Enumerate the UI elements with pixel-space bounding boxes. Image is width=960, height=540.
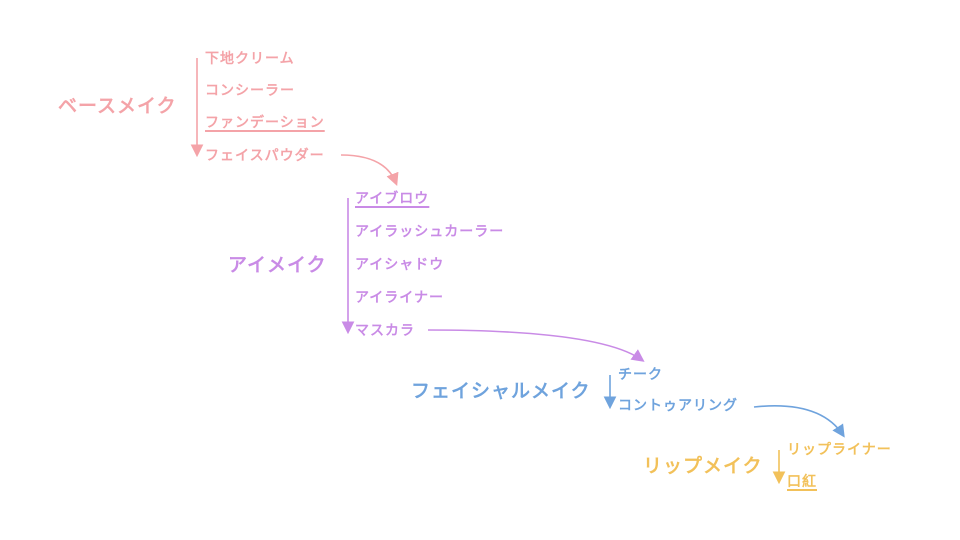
- base-item-face-powder: フェイスパウダー: [205, 148, 325, 164]
- base-to-eye-curve: [340, 154, 399, 186]
- facial-item-contouring: コントゥアリング: [618, 398, 738, 414]
- eye-item-eyebrow: アイブロウ: [355, 191, 430, 207]
- facial-item-cheek: チーク: [618, 367, 663, 383]
- eye-item-eyeliner: アイライナー: [355, 290, 445, 306]
- lip-item-lipstick: 口紅: [787, 474, 817, 490]
- facial-to-lip-curve: [753, 405, 845, 438]
- base-item-primer: 下地クリーム: [205, 51, 295, 67]
- base-item-concealer: コンシーラー: [205, 83, 295, 99]
- lip-item-lip-liner: リップライナー: [787, 442, 892, 458]
- eye-item-mascara: マスカラ: [355, 323, 415, 339]
- eye-to-facial-curve: [427, 329, 645, 362]
- eye-item-eyeshadow: アイシャドウ: [355, 257, 445, 273]
- lip-make-title: リップメイク: [643, 455, 763, 477]
- eye-make-title: アイメイク: [228, 254, 327, 276]
- base-make-title: ベースメイク: [58, 95, 177, 117]
- eye-item-eyelash-curler: アイラッシュカーラー: [355, 224, 505, 240]
- facial-make-title: フェイシャルメイク: [411, 380, 591, 402]
- base-item-foundation: ファンデーション: [205, 115, 325, 131]
